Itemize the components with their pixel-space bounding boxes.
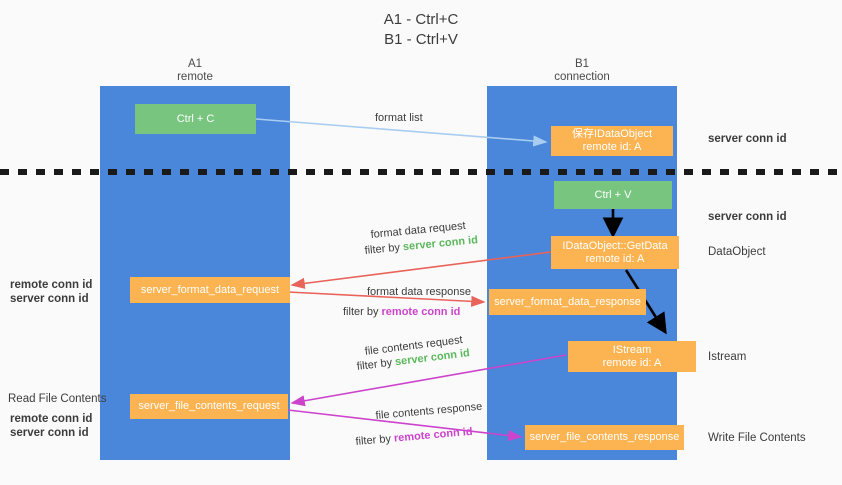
node-server-file-contents-request-line1: server_file_contents_request	[138, 400, 280, 412]
node-ctrl-v-line1: Ctrl + V	[594, 188, 632, 201]
left-label-server-conn-id-lower: server conn id	[10, 427, 89, 439]
node-ctrl-v[interactable]: Ctrl + V	[554, 181, 672, 209]
right-label-server-conn-id-1: server conn id	[708, 133, 787, 145]
filter-value-remote-conn-id: remote conn id	[393, 425, 474, 445]
left-label-remote-conn-id-upper: remote conn id	[10, 279, 93, 291]
node-idataobject-getdata-line1: IDataObject::GetData	[562, 239, 668, 252]
right-label-write-file-contents: Write File Contents	[708, 432, 806, 444]
title-line-2: B1 - Ctrl+V	[384, 31, 458, 48]
right-label-server-conn-id-2: server conn id	[708, 211, 787, 223]
node-server-file-contents-response-line1: server_file_contents_response	[529, 431, 680, 443]
node-server-file-contents-request[interactable]: server_file_contents_request	[130, 394, 288, 419]
title-line-1: A1 - Ctrl+C	[383, 11, 459, 28]
node-server-format-data-request[interactable]: server_format_data_request	[130, 277, 290, 303]
node-save-idataobject[interactable]: 保存IDataObject remote id: A	[551, 126, 673, 156]
node-ctrl-c-line1: Ctrl + C	[176, 112, 215, 125]
node-server-file-contents-response[interactable]: server_file_contents_response	[525, 425, 684, 450]
node-istream[interactable]: IStream remote id: A	[568, 341, 696, 372]
column-header-a1-sub: remote	[177, 71, 213, 83]
edge-label-format-data-response-filter: filter by remote conn id	[343, 305, 460, 319]
filter-prefix: filter by	[364, 241, 404, 257]
node-save-idataobject-line2: remote id: A	[582, 141, 642, 153]
node-save-idataobject-line1: 保存IDataObject	[571, 128, 653, 140]
edge-label-file-contents-response-filter: filter by remote conn id	[355, 425, 473, 449]
edge-label-file-contents-response: file contents response	[375, 400, 483, 422]
right-label-dataobject: DataObject	[708, 246, 766, 258]
edge-label-format-list: format list	[375, 112, 423, 124]
column-header-b1: B1 connection	[487, 58, 677, 84]
node-istream-line2: remote id: A	[602, 356, 662, 369]
column-header-a1-name: A1	[187, 58, 203, 70]
left-label-remote-conn-id-lower: remote conn id	[10, 413, 93, 425]
node-ctrl-c[interactable]: Ctrl + C	[135, 104, 256, 134]
node-istream-line1: IStream	[612, 343, 652, 356]
column-header-a1: A1 remote	[100, 58, 290, 84]
node-server-format-data-request-line1: server_format_data_request	[140, 283, 280, 296]
left-label-read-file-contents: Read File Contents	[8, 393, 107, 405]
filter-prefix: filter by	[356, 356, 396, 373]
right-label-istream: Istream	[708, 351, 747, 363]
column-header-b1-name: B1	[574, 58, 590, 70]
node-idataobject-getdata[interactable]: IDataObject::GetData remote id: A	[551, 236, 679, 269]
filter-prefix: filter by	[355, 432, 395, 448]
page-title: A1 - Ctrl+C B1 - Ctrl+V	[0, 10, 842, 50]
left-label-server-conn-id-upper: server conn id	[10, 293, 89, 305]
node-idataobject-getdata-line2: remote id: A	[585, 252, 645, 265]
filter-prefix: filter by	[343, 306, 382, 318]
column-header-b1-sub: connection	[554, 71, 610, 83]
node-server-format-data-response[interactable]: server_format_data_response	[489, 289, 646, 315]
filter-value-remote-conn-id: remote conn id	[381, 306, 461, 318]
node-server-format-data-response-line1: server_format_data_response	[494, 295, 641, 308]
edge-label-format-data-response: format data response	[367, 286, 471, 298]
